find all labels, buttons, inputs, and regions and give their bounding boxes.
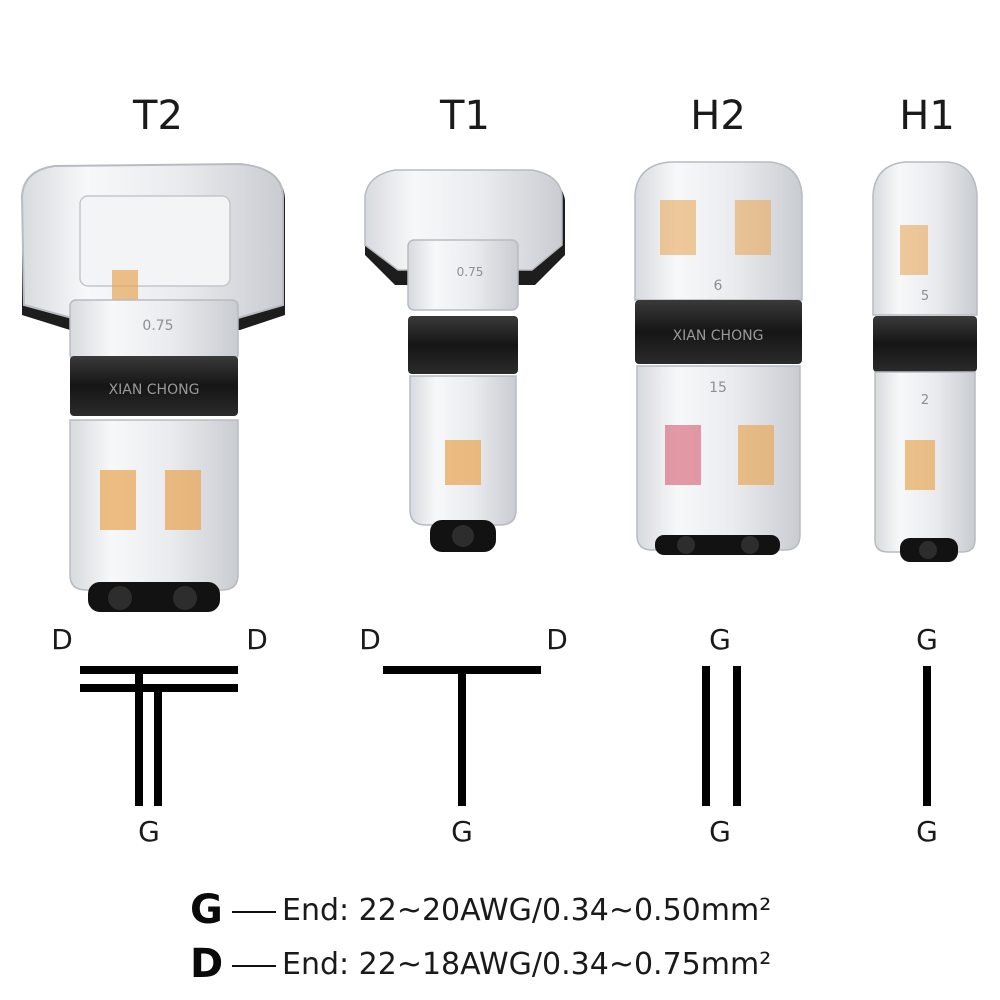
connector-title-h1: H1 — [899, 93, 955, 139]
legend-text-g: End: 22~20AWG/0.34~0.50mm² — [282, 892, 772, 928]
t1-wiring-diagram — [383, 666, 541, 806]
t1-end-right: D — [546, 623, 568, 656]
t2-end-left: D — [51, 623, 73, 656]
h1-end-top: G — [916, 623, 938, 656]
h2-band-print: XIAN CHONG — [673, 328, 764, 344]
h2-top-number-print: 6 — [714, 278, 723, 294]
legend-row-d: D End: 22~18AWG/0.34~0.75mm² — [190, 941, 772, 987]
legend-key-d: D — [190, 941, 224, 987]
h1-number-print: 2 — [921, 393, 929, 408]
t2-size-print: 0.75 — [142, 318, 173, 334]
h1-end-bottom: G — [916, 815, 938, 848]
t1-size-print: 0.75 — [457, 265, 484, 279]
connector-title-t2: T2 — [133, 93, 183, 139]
legend-dash-d — [232, 965, 276, 967]
legend-dash-g — [232, 911, 276, 913]
h1-top-number-print: 5 — [921, 289, 929, 304]
t2-wiring-diagram — [80, 666, 238, 806]
t2-band-print: XIAN CHONG — [109, 382, 200, 398]
t1-end-left: D — [359, 623, 381, 656]
legend-key-g: G — [190, 887, 223, 933]
legend-row-g: G End: 22~20AWG/0.34~0.50mm² — [190, 887, 772, 933]
t1-end-bottom: G — [451, 815, 473, 848]
t2-end-right: D — [246, 623, 268, 656]
connector-photo: XIAN CHONG 0.75 0.75 XIAN CHONG 15 6 5 2 — [20, 161, 978, 612]
h2-end-bottom: G — [709, 815, 731, 848]
h2-wiring-diagram — [702, 666, 741, 806]
connector-title-t1: T1 — [440, 93, 490, 139]
legend-text-d: End: 22~18AWG/0.34~0.75mm² — [282, 946, 772, 982]
t2-end-bottom: G — [138, 815, 160, 848]
h2-end-top: G — [709, 623, 731, 656]
h2-number-print: 15 — [709, 380, 727, 396]
h2-connector-photo — [634, 161, 803, 555]
t2-connector-photo — [20, 162, 285, 612]
t1-connector-photo — [364, 169, 565, 552]
connector-title-h2: H2 — [690, 93, 746, 139]
h1-connector-photo — [872, 161, 978, 562]
